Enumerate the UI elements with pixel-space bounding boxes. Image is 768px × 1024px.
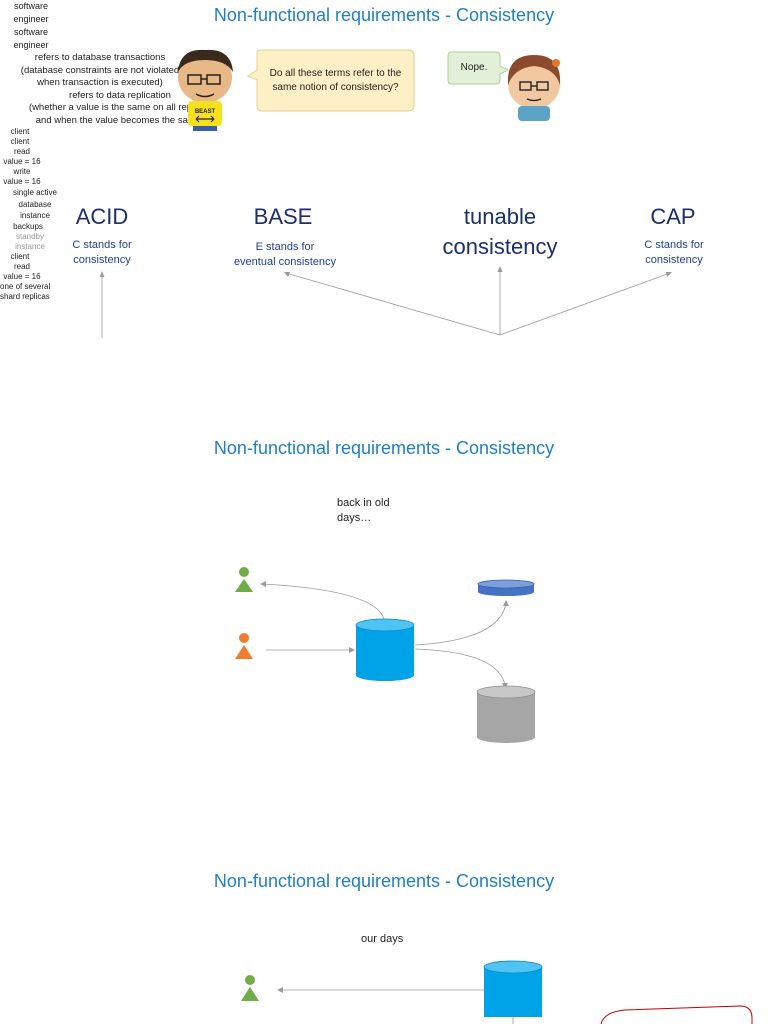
term-base-desc: E stands for eventual consistency xyxy=(218,240,352,270)
term-cap: CAP xyxy=(650,204,696,229)
single-db-cylinder xyxy=(355,618,415,681)
right-engineer-label-line1: software xyxy=(13,27,48,37)
read-label-3-line2: value = 16 xyxy=(3,271,41,281)
term-base: BASE xyxy=(253,204,313,229)
single-db-label-line1: single active xyxy=(12,188,58,197)
standby-label: standby instance xyxy=(0,232,60,252)
term-tunable-line1: tunable xyxy=(463,204,537,229)
client-read-icon xyxy=(235,567,253,592)
client-icon xyxy=(241,975,259,1001)
slide3-caption: our days xyxy=(361,933,404,945)
read-label-3: read value = 16 xyxy=(0,262,44,282)
standby-arrow xyxy=(414,648,506,687)
shard-replica-label-line1: one of several xyxy=(0,281,51,291)
right-engineer-label: software engineer xyxy=(0,26,62,52)
question-line2: same notion of consistency? xyxy=(272,82,399,93)
term-base-desc-line1: E stands for xyxy=(255,241,315,253)
single-db-label-line3: instance xyxy=(20,211,50,220)
term-tunable-consistency: tunable consistency xyxy=(425,202,575,262)
shard-replica-label-line2: shard replicas xyxy=(0,291,50,301)
note-replication-line1: refers to data replication xyxy=(69,89,171,101)
term-acid: ACID xyxy=(75,204,129,229)
slide3-title: Non-functional requirements - Consistenc… xyxy=(213,871,555,891)
left-engineer-label-line1: software xyxy=(13,1,48,11)
backups-disk xyxy=(477,579,535,596)
note-replication-line3: and when the value becomes the same) xyxy=(35,114,205,126)
standby-label-line2: instance xyxy=(15,241,45,251)
question-line1: Do all these terms refer to the xyxy=(269,68,402,79)
left-engineer-label-line2: engineer xyxy=(13,14,49,24)
answer-bubble: Nope. xyxy=(460,62,488,73)
slide2-title: Non-functional requirements - Consistenc… xyxy=(213,438,555,458)
term-arrows xyxy=(101,268,671,338)
note-transactions-line2: (database constraints are not violated xyxy=(20,64,180,76)
client-write-icon xyxy=(235,633,253,659)
write-label-line2: value = 16 xyxy=(3,177,41,186)
shirt-text: BEAST xyxy=(195,109,216,115)
term-tunable-line2: consistency xyxy=(442,234,558,259)
note-transactions-line3: when transaction is executed) xyxy=(37,77,163,88)
single-db-label-line2: database xyxy=(18,199,52,209)
client-label-3: client xyxy=(10,251,30,261)
term-base-desc-line2: eventual consistency xyxy=(233,256,337,268)
read-arrow xyxy=(261,583,385,620)
right-engineer-label-line2: engineer xyxy=(13,40,49,50)
client-read-label: client xyxy=(10,127,30,136)
note-transactions-line1: refers to database transactions xyxy=(34,52,166,63)
question-bubble-shape xyxy=(246,49,415,112)
note-replication: refers to data replication (whether a va… xyxy=(0,90,240,128)
question-bubble: Do all these terms refer to the same not… xyxy=(258,67,413,95)
term-acid-desc: C stands for consistency xyxy=(42,238,162,268)
term-cap-desc: C stands for consistency xyxy=(614,238,734,268)
term-acid-desc-line2: consistency xyxy=(73,254,131,266)
read-label: read value = 16 xyxy=(0,147,44,167)
single-db-label: single active database instance xyxy=(0,187,70,222)
slide2-caption-line2: days… xyxy=(337,512,372,524)
write-label-line1: write xyxy=(13,167,31,176)
read-label-line2: value = 16 xyxy=(3,157,41,166)
left-engineer-avatar: BEAST xyxy=(178,49,233,131)
shard-replica-cylinder xyxy=(483,960,543,1017)
red-callout xyxy=(600,1005,753,1024)
slide2-caption: back in old days… xyxy=(337,496,390,526)
note-replication-line2: (whether a value is the same on all repl… xyxy=(28,102,212,113)
term-acid-desc-line1: C stands for xyxy=(72,239,132,251)
term-cap-desc-line1: C stands for xyxy=(644,239,704,251)
backups-arrow xyxy=(414,602,507,646)
client-write-label: client xyxy=(10,137,30,146)
read-label-3-line1: read xyxy=(13,261,30,271)
backups-label: backups xyxy=(13,221,43,231)
right-engineer-avatar xyxy=(507,55,561,121)
answer-bubble-shape xyxy=(447,51,510,85)
shard-replica-label: one of several shard replicas xyxy=(0,282,70,302)
slide2-caption-line1: back in old xyxy=(337,497,390,509)
read-label-line1: read xyxy=(13,147,30,156)
slide1-title: Non-functional requirements - Consistenc… xyxy=(213,5,555,25)
left-engineer-label: software engineer xyxy=(0,0,62,26)
term-cap-desc-line2: consistency xyxy=(645,254,703,266)
standby-label-line1: standby xyxy=(15,231,45,241)
note-transactions: refers to database transactions (databas… xyxy=(0,52,200,90)
standby-db-cylinder xyxy=(476,685,536,743)
write-label: write value = 16 xyxy=(0,167,44,187)
